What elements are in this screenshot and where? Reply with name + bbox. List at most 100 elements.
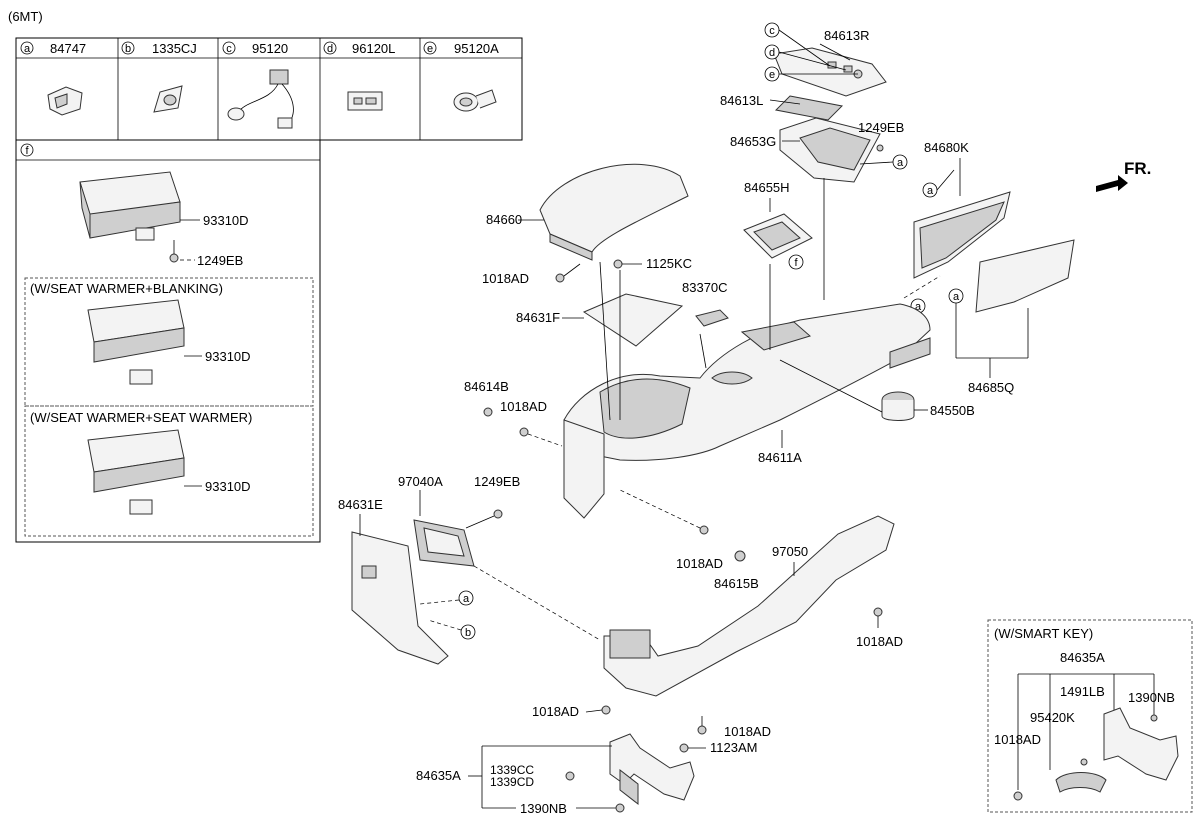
circle-a-rear: a bbox=[458, 590, 474, 606]
svg-text:f: f bbox=[25, 145, 29, 157]
usb-jack-icon bbox=[347, 91, 383, 111]
legend-cell-c: c 95120 bbox=[222, 41, 294, 129]
bolt-icon bbox=[169, 240, 179, 263]
legend-f-box: f 93310D 1249EB (W/SEAT WARMER+BLANKING)… bbox=[15, 139, 321, 543]
callout-1249EB-top: 1249EB bbox=[858, 120, 904, 135]
svg-text:93310D: 93310D bbox=[205, 479, 251, 494]
svg-text:c: c bbox=[769, 25, 775, 37]
variant-label: (6MT) bbox=[8, 9, 43, 24]
callout-84655H: 84655H bbox=[744, 180, 790, 195]
clip-icon bbox=[47, 86, 83, 116]
svg-text:95420K: 95420K bbox=[1030, 710, 1075, 725]
svg-text:a: a bbox=[927, 185, 934, 197]
callout-1018AD-e: 1018AD bbox=[532, 704, 579, 719]
svg-text:b: b bbox=[465, 627, 471, 639]
svg-text:a: a bbox=[915, 301, 922, 313]
callout-1018AD-d: 1018AD bbox=[856, 634, 903, 649]
svg-text:1018AD: 1018AD bbox=[994, 732, 1041, 747]
callout-84550B: 84550B bbox=[930, 403, 975, 418]
armrest-lid bbox=[539, 163, 689, 261]
side-grille-panel bbox=[913, 191, 1011, 279]
antenna-icon bbox=[1055, 772, 1107, 793]
callout-84631E: 84631E bbox=[338, 497, 383, 512]
upper-tray-assembly bbox=[773, 47, 887, 183]
callout-84613L: 84613L bbox=[720, 93, 763, 108]
callout-84631F: 84631F bbox=[516, 310, 560, 325]
circle-d: d bbox=[764, 44, 780, 60]
callout-84685Q: 84685Q bbox=[968, 380, 1014, 395]
svg-text:93310D: 93310D bbox=[205, 349, 251, 364]
shift-bezel bbox=[743, 213, 813, 259]
socket-harness-icon bbox=[227, 69, 294, 129]
svg-text:1249EB: 1249EB bbox=[197, 253, 243, 268]
bottom-mount-bracket bbox=[609, 733, 695, 806]
smart-key-bracket bbox=[1103, 707, 1179, 781]
callout-84613R: 84613R bbox=[824, 28, 870, 43]
svg-text:1335CJ: 1335CJ bbox=[152, 41, 197, 56]
svg-text:d: d bbox=[327, 43, 333, 55]
callout-1249EB-mid: 1249EB bbox=[474, 474, 520, 489]
svg-text:d: d bbox=[769, 47, 775, 59]
rear-vent bbox=[413, 519, 475, 567]
console-floor-bracket bbox=[603, 515, 895, 697]
svg-text:a: a bbox=[897, 157, 904, 169]
svg-text:95120A: 95120A bbox=[454, 41, 499, 56]
callout-1018AD-c: 1018AD bbox=[676, 556, 723, 571]
svg-text:(W/SMART KEY): (W/SMART KEY) bbox=[994, 626, 1093, 641]
svg-text:95120: 95120 bbox=[252, 41, 288, 56]
svg-text:84747: 84747 bbox=[50, 41, 86, 56]
svg-text:b: b bbox=[125, 43, 131, 55]
storage-knob bbox=[881, 391, 915, 421]
callout-84614B: 84614B bbox=[464, 379, 509, 394]
circle-a-top: a bbox=[892, 154, 908, 170]
side-cover-panel bbox=[975, 239, 1075, 313]
svg-text:e: e bbox=[427, 43, 433, 55]
callout-97040A: 97040A bbox=[398, 474, 443, 489]
callout-1018AD-b: 1018AD bbox=[500, 399, 547, 414]
console-mat bbox=[582, 293, 684, 347]
svg-text:84635A: 84635A bbox=[1060, 650, 1105, 665]
callout-1123AM: 1123AM bbox=[710, 740, 757, 755]
callout-84615B: 84615B bbox=[714, 576, 759, 591]
svg-text:(W/SEAT WARMER+SEAT WARMER): (W/SEAT WARMER+SEAT WARMER) bbox=[30, 410, 252, 425]
circle-e: e bbox=[764, 66, 780, 82]
legend-cell-d: d 96120L bbox=[323, 41, 395, 111]
svg-text:1491LB: 1491LB bbox=[1060, 684, 1105, 699]
callout-1339CD: 1339CD bbox=[490, 775, 534, 789]
svg-text:c: c bbox=[226, 43, 232, 55]
callout-84680K: 84680K bbox=[924, 140, 969, 155]
switch-blanking-icon bbox=[87, 299, 185, 385]
legend-cell-e: e 95120A bbox=[423, 41, 499, 112]
callout-83370C: 83370C bbox=[682, 280, 728, 295]
main-console-body bbox=[563, 303, 931, 519]
callout-84611A: 84611A bbox=[758, 450, 802, 465]
svg-text:(W/SEAT WARMER+BLANKING): (W/SEAT WARMER+BLANKING) bbox=[30, 281, 223, 296]
callout-84653G: 84653G bbox=[730, 134, 776, 149]
front-arrow-icon bbox=[1096, 175, 1128, 192]
svg-text:1390NB: 1390NB bbox=[1128, 690, 1175, 705]
svg-text:96120L: 96120L bbox=[352, 41, 395, 56]
svg-text:93310D: 93310D bbox=[203, 213, 249, 228]
legend-table: a 84747 b 1335CJ c 95120 bbox=[15, 37, 523, 141]
callout-1339CC: 1339CC bbox=[490, 763, 534, 777]
svg-text:a: a bbox=[953, 291, 960, 303]
switch-warmer-icon bbox=[87, 429, 185, 515]
circle-b-rear: b bbox=[460, 624, 476, 640]
svg-text:f: f bbox=[794, 257, 798, 269]
callout-84660: 84660 bbox=[486, 212, 522, 227]
svg-text:a: a bbox=[463, 593, 470, 605]
callout-1390NB: 1390NB bbox=[520, 801, 567, 816]
circle-f: f bbox=[788, 254, 804, 270]
circle-a-grille: a bbox=[922, 182, 938, 198]
svg-text:e: e bbox=[769, 69, 775, 81]
legend-cell-b: b 1335CJ bbox=[121, 41, 197, 113]
callout-1018AD-a: 1018AD bbox=[482, 271, 529, 286]
plug-icon bbox=[153, 85, 183, 113]
circle-a-cover: a bbox=[948, 288, 964, 304]
callout-1018AD-f: 1018AD bbox=[724, 724, 771, 739]
seat-warmer-switch-icon bbox=[79, 171, 181, 241]
front-label: FR. bbox=[1124, 159, 1151, 178]
mat-clip bbox=[695, 309, 729, 327]
callout-84635A: 84635A bbox=[416, 768, 461, 783]
